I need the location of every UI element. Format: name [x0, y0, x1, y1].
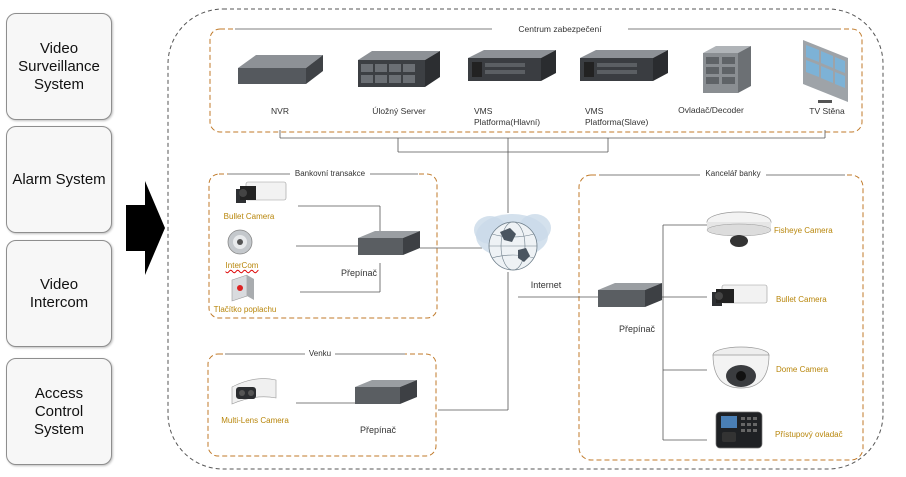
dome-label: Dome Camera — [776, 365, 829, 374]
system-video-surveillance: Video Surveillance System — [6, 13, 112, 120]
arrow-right-icon — [126, 181, 165, 275]
internet-label: Internet — [530, 280, 562, 290]
vms-slave-label: VMS Platforma(Slave) — [585, 106, 649, 127]
security-center-title: Centrum zabezpečení — [515, 24, 605, 34]
vms-slave-icon — [580, 50, 668, 81]
system-alarm: Alarm System — [6, 126, 112, 233]
fisheye-label: Fisheye Camera — [774, 226, 833, 235]
switch-icon — [358, 231, 420, 255]
tv-wall-icon — [803, 40, 848, 103]
intercom-label: InterCom — [225, 261, 259, 270]
tv-wall-label: TV Stěna — [809, 106, 845, 116]
decoder-label: Ovladač/Decoder — [678, 105, 744, 115]
system-access-control: Access Control System — [6, 358, 112, 465]
dome-camera-icon — [712, 346, 770, 389]
nvr-label: NVR — [271, 106, 289, 116]
connection-lines — [279, 130, 826, 441]
vms-main-icon — [468, 50, 556, 81]
bullet-camera-office-icon — [712, 284, 768, 306]
decoder-icon — [703, 46, 751, 93]
bullet-camera-icon — [236, 181, 287, 203]
switch-label-bank: Přepínač — [340, 268, 378, 278]
multilens-label: Multi-Lens Camera — [221, 416, 289, 425]
intercom-icon — [227, 229, 253, 255]
vms-main-label: VMS Platforma(Hlavní) — [474, 106, 541, 127]
multilens-camera-icon — [231, 378, 277, 405]
access-controller-icon — [715, 411, 763, 449]
bullet-office-label: Bullet Camera — [776, 295, 827, 304]
office-switch-icon — [598, 283, 662, 307]
fisheye-camera-icon — [706, 211, 772, 247]
outdoor-region — [207, 353, 437, 457]
bank-transactions-title: Bankovní transakce — [291, 169, 369, 178]
panic-button-icon — [231, 274, 254, 302]
switch-label-outdoor: Přepínač — [359, 425, 397, 435]
outdoor-title: Venku — [305, 349, 335, 358]
bank-office-title: Kancelář banky — [702, 169, 764, 178]
bullet-camera-label: Bullet Camera — [223, 212, 275, 221]
internet-cloud-icon — [474, 214, 551, 271]
panic-button-label: Tlačítko poplachu — [213, 305, 277, 314]
outdoor-switch-icon — [355, 380, 417, 404]
storage-server-icon — [358, 51, 440, 87]
access-label: Přístupový ovladač — [775, 430, 843, 439]
outer-region — [167, 8, 884, 470]
system-video-intercom: Video Intercom — [6, 240, 112, 347]
storage-label: Úložný Server — [372, 106, 426, 116]
nvr-icon — [238, 55, 323, 84]
switch-label-office: Přepínač — [618, 324, 656, 334]
